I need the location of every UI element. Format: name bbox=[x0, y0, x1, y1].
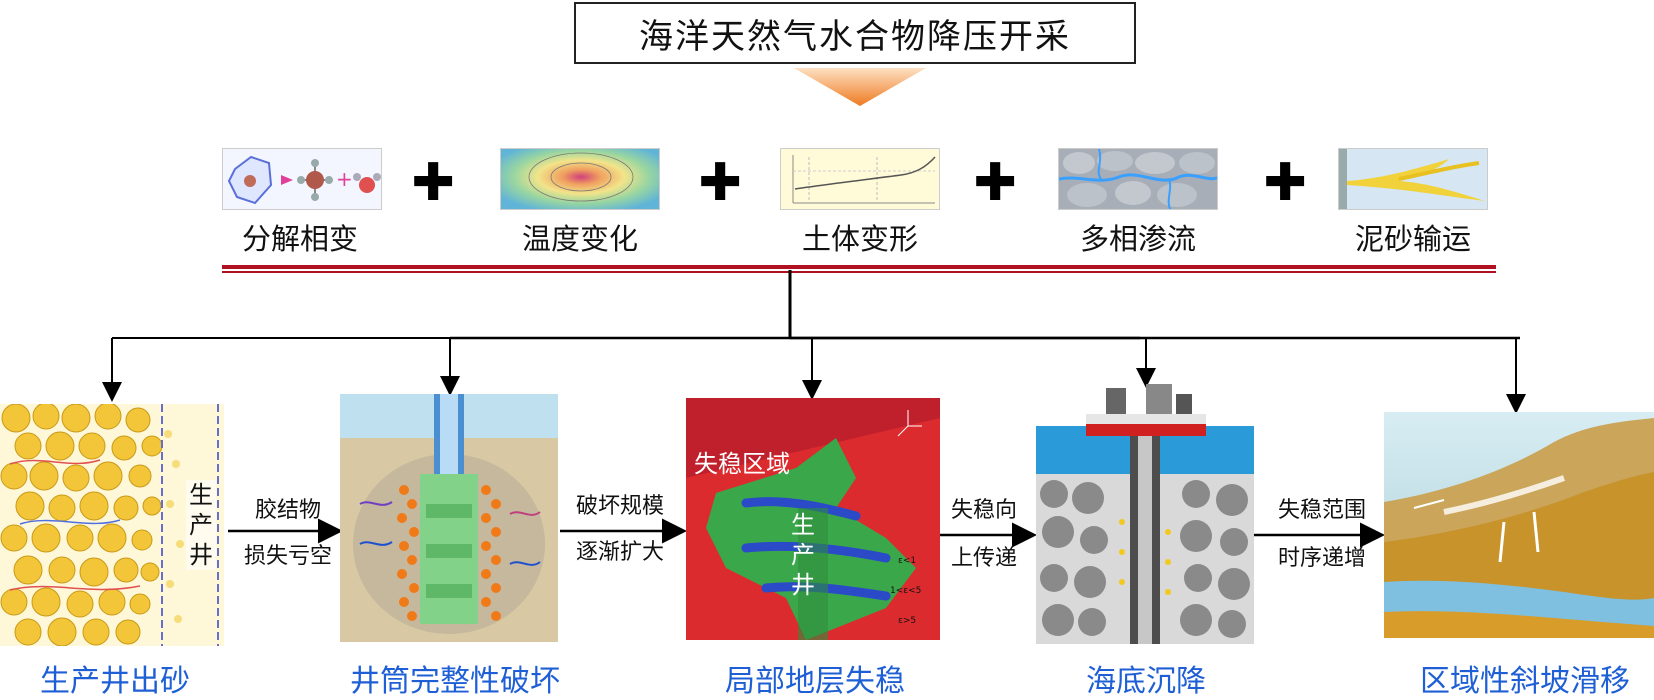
sand-transport-icon bbox=[1338, 148, 1488, 210]
deformation-curve-icon bbox=[780, 148, 940, 210]
orange-down-arrow bbox=[794, 68, 926, 106]
caption-slope-sliding: 区域性斜坡滑移 bbox=[1420, 664, 1630, 699]
caption-strata-instability: 局部地层失稳 bbox=[725, 664, 905, 699]
caption-sand-production: 生产井出砂 bbox=[40, 664, 190, 699]
strain-zone-label-1: ε<1 bbox=[898, 556, 917, 566]
svg-text:+: + bbox=[336, 167, 353, 191]
slope-sliding-image bbox=[1384, 412, 1654, 638]
transition-4-line2: 时序递增 bbox=[1277, 546, 1366, 571]
diagram-title: 海洋天然气水合物降压开采 bbox=[574, 2, 1136, 64]
factor-label-seepage: 多相渗流 bbox=[1079, 222, 1196, 256]
transition-2-line1: 破坏规模 bbox=[575, 494, 664, 519]
factor-label-decomposition: 分解相变 bbox=[241, 222, 358, 256]
transition-3-line1: 失稳向 bbox=[950, 498, 1017, 523]
wellbore-damage-image bbox=[340, 394, 558, 642]
temperature-contour-icon bbox=[500, 148, 660, 210]
caption-seabed-subsidence: 海底沉降 bbox=[1086, 664, 1206, 699]
molecule-decomposition-icon: + bbox=[222, 148, 382, 210]
instability-region-label: 失稳区域 bbox=[694, 450, 790, 478]
strain-zone-label-3: ε>5 bbox=[898, 616, 917, 626]
caption-wellbore-integrity: 井筒完整性破坏 bbox=[350, 664, 560, 699]
factor-label-temperature: 温度变化 bbox=[521, 222, 638, 256]
transition-3-line2: 上传递 bbox=[950, 546, 1017, 571]
strain-zone-label-2: 1<ε<5 bbox=[890, 586, 922, 596]
transition-1-line2: 损失亏空 bbox=[243, 544, 332, 569]
strata-instability-image bbox=[686, 398, 940, 640]
plus-sign-4: ✚ bbox=[1263, 153, 1307, 213]
plus-sign-3: ✚ bbox=[973, 153, 1017, 213]
seabed-subsidence-image bbox=[1036, 384, 1254, 644]
production-well-label-strata: 生 产 井 bbox=[791, 511, 815, 599]
factor-label-sand-transport: 泥砂输运 bbox=[1354, 222, 1471, 256]
factor-label-deformation: 土体变形 bbox=[801, 222, 918, 256]
plus-sign-1: ✚ bbox=[411, 153, 455, 213]
production-well-label-sand: 生 产 井 bbox=[186, 480, 216, 570]
transition-1-line1: 胶结物 bbox=[254, 498, 321, 523]
transition-4-line1: 失稳范围 bbox=[1277, 498, 1366, 523]
plus-sign-2: ✚ bbox=[698, 153, 742, 213]
multiphase-flow-icon bbox=[1058, 148, 1218, 210]
transition-2-line2: 逐渐扩大 bbox=[575, 540, 664, 565]
